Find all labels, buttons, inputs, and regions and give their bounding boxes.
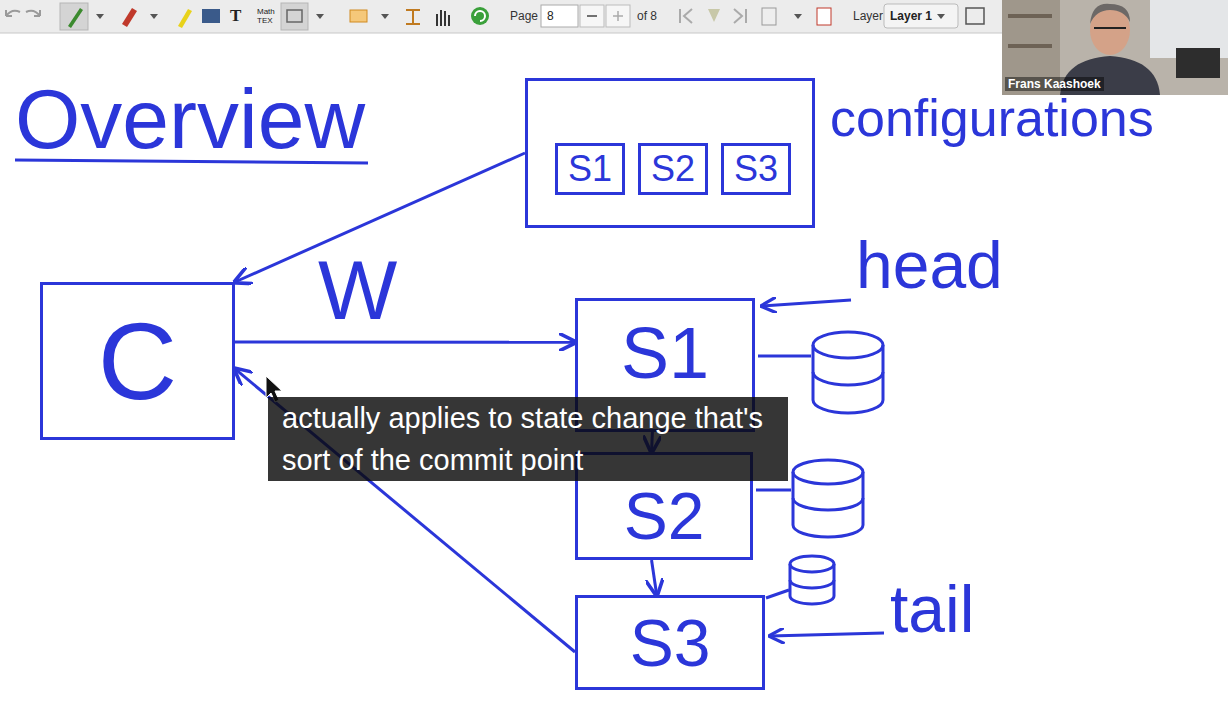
node-label: S3 xyxy=(734,151,778,187)
highlighter-icon xyxy=(178,9,192,28)
page-minus-button xyxy=(580,5,604,27)
undo-icon xyxy=(6,10,20,16)
refresh-arrow xyxy=(475,11,485,21)
person-hair xyxy=(1090,4,1130,24)
node-label: S3 xyxy=(630,610,711,676)
connector-arrow xyxy=(652,560,657,595)
slide-title: Overview xyxy=(15,77,365,161)
eraser-icon xyxy=(122,8,137,27)
group-heading: configurations xyxy=(830,92,1154,144)
shape-icon xyxy=(287,10,302,22)
space-icon xyxy=(406,10,420,24)
server-entry: S3 xyxy=(721,143,791,195)
select-icon xyxy=(350,10,367,22)
disk-link xyxy=(756,489,791,492)
speaker-name: Frans Kaashoek xyxy=(1005,77,1104,91)
image-icon xyxy=(202,9,220,23)
dropdown-icon xyxy=(96,14,104,19)
toolbar-label: Layer xyxy=(853,10,883,22)
dropdown-icon xyxy=(794,14,802,19)
server-entry: S1 xyxy=(555,143,625,195)
toolbar-text-icon: T xyxy=(230,7,241,24)
toolbar-border xyxy=(0,33,1002,34)
toolbar-label: of 8 xyxy=(637,10,657,22)
layer-dropdown xyxy=(884,4,958,28)
dropdown-icon xyxy=(937,14,945,19)
node-label: S2 xyxy=(624,483,705,549)
disk-icon xyxy=(793,460,863,537)
mouse-cursor xyxy=(266,376,282,402)
disk-link xyxy=(758,355,811,358)
redo-icon xyxy=(26,10,40,16)
tool-highlight xyxy=(281,3,308,30)
edge-label: W xyxy=(318,248,397,332)
next-page-icon xyxy=(708,9,720,22)
video-subtitle: actually applies to state change that's … xyxy=(268,397,788,481)
server-entry: S2 xyxy=(638,143,708,195)
page-plus-button xyxy=(606,5,630,27)
fullscreen-icon xyxy=(966,8,984,24)
node-label: S1 xyxy=(621,317,709,389)
disk-link xyxy=(766,590,789,598)
pointer-label: tail xyxy=(890,576,974,642)
disk-icon xyxy=(790,556,834,604)
pencil-icon xyxy=(68,8,83,28)
page-input xyxy=(541,5,578,27)
tail-pointer xyxy=(770,633,884,636)
client-box: C xyxy=(40,282,235,440)
tool-highlight xyxy=(60,3,88,30)
head-pointer xyxy=(762,300,851,306)
first-page-icon xyxy=(680,9,692,23)
person-glasses xyxy=(1094,27,1126,29)
disk-icon xyxy=(813,332,883,413)
connector-arrow xyxy=(235,341,575,344)
layer-name: Layer 1 xyxy=(890,10,932,22)
page-number: 8 xyxy=(547,10,554,22)
configuration-box: configurationsS1 S2 S3 xyxy=(525,78,1225,228)
toolbar-math-icon: Math TEX xyxy=(257,7,277,25)
node-label: S2 xyxy=(651,151,695,187)
dropdown-icon xyxy=(150,14,158,19)
video-frame xyxy=(1002,0,1228,95)
delete-page-icon xyxy=(817,8,831,25)
dropdown-icon xyxy=(316,14,324,19)
shelf xyxy=(1008,44,1052,48)
pointer-label: head xyxy=(856,232,1003,298)
add-page-icon xyxy=(762,8,776,25)
refresh-icon xyxy=(471,7,489,25)
toolbar-label: Page xyxy=(510,10,538,22)
hand-icon xyxy=(437,10,449,26)
server-box: S3 xyxy=(575,595,765,690)
dropdown-icon xyxy=(381,14,389,19)
node-label: S1 xyxy=(568,151,612,187)
monitor xyxy=(1176,48,1220,78)
shelf xyxy=(1008,14,1052,18)
last-page-icon xyxy=(734,9,746,23)
toolbar xyxy=(0,0,1002,33)
plus-icon xyxy=(613,11,623,21)
minus-icon xyxy=(587,15,597,17)
node-label: C xyxy=(98,306,177,416)
